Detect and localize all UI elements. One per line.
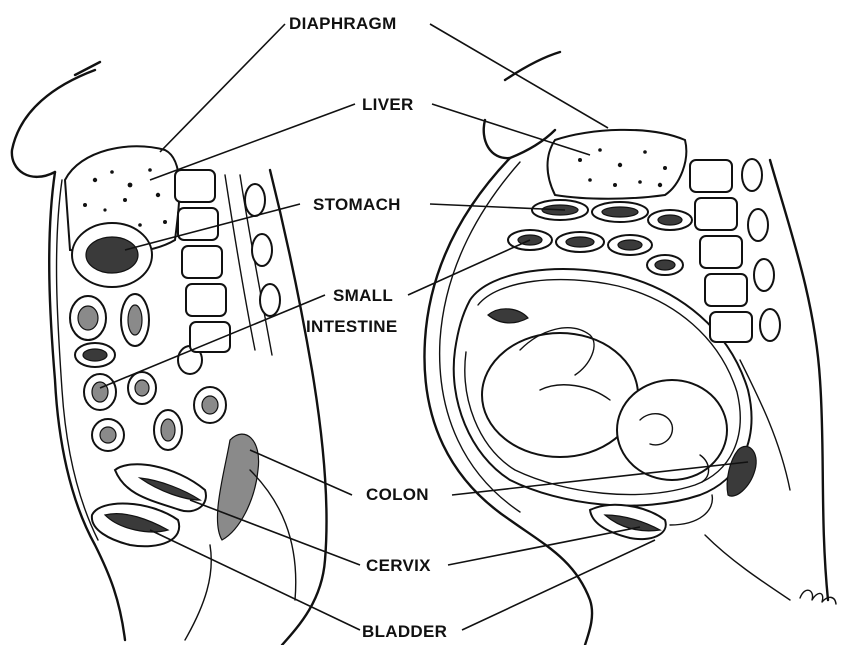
label-small-intestine-line1: SMALL [333, 286, 393, 305]
label-small-intestine-line2: INTESTINE [306, 317, 398, 336]
left-spine [175, 170, 280, 355]
right-intestine-band [508, 200, 692, 275]
left-small-intestine [70, 294, 226, 451]
label-cervix: CERVIX [366, 556, 431, 575]
label-stomach: STOMACH [313, 195, 401, 214]
left-figure-nonpregnant [12, 62, 327, 645]
right-figure-pregnant [424, 52, 836, 645]
label-colon: COLON [366, 485, 429, 504]
label-diaphragm: DIAPHRAGM [289, 14, 397, 33]
label-bladder: BLADDER [362, 622, 447, 641]
label-liver: LIVER [362, 95, 414, 114]
